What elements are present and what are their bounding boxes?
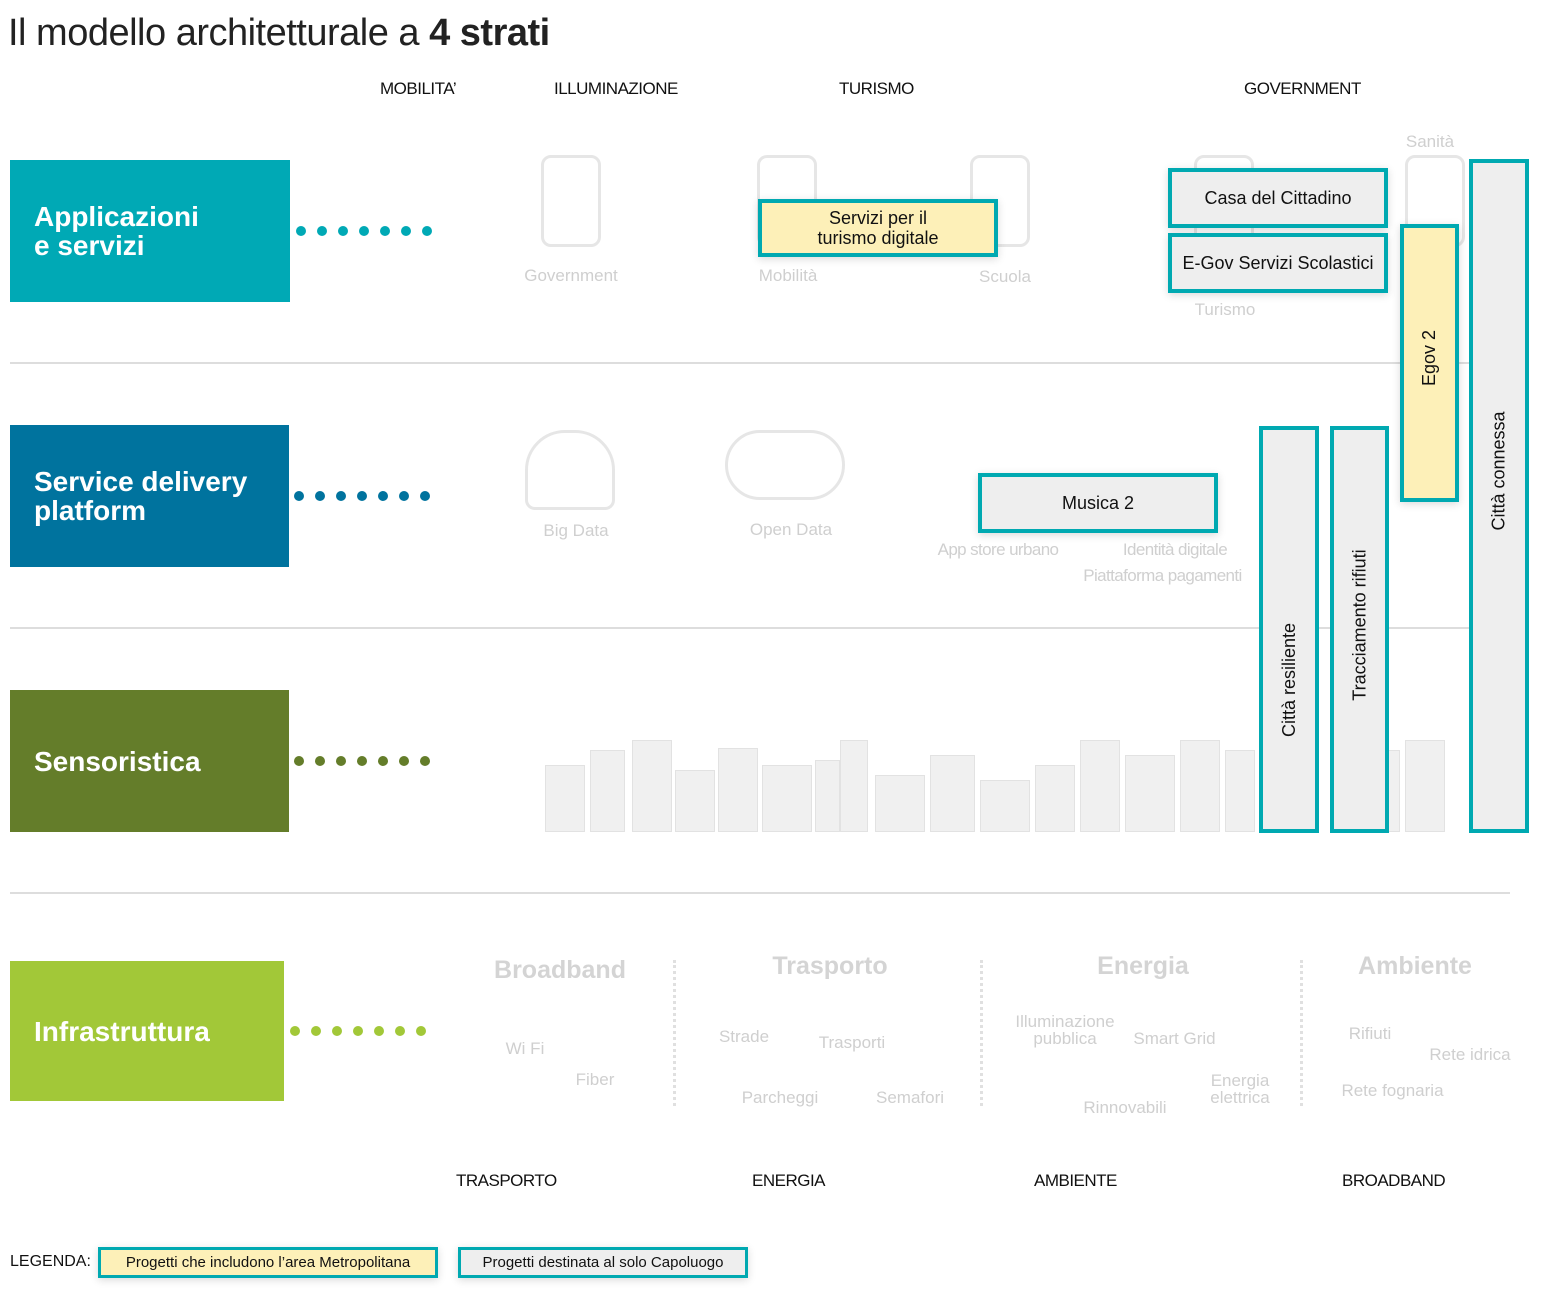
infra-group-title: Trasporto (772, 952, 888, 980)
divider (10, 892, 1510, 894)
project-citta-connessa[interactable]: Città connessa (1469, 159, 1529, 833)
project-label: Città resiliente (1279, 622, 1300, 737)
project-label: Egov 2 (1419, 329, 1440, 387)
title-normal: Il modello architetturale a (8, 12, 430, 54)
app-item: Government (524, 266, 618, 285)
app-item: Turismo (1194, 300, 1256, 319)
legend-label: LEGENDA: (10, 1253, 91, 1270)
project-label: Tracciamento rifiuti (1349, 548, 1370, 701)
bottom-category: AMBIENTE (1034, 1171, 1117, 1190)
legend-text: Progetti destinata al solo Capoluogo (482, 1253, 724, 1271)
infra-item: Parcheggi (741, 1088, 819, 1107)
layer-label: Sensoristica (34, 745, 201, 777)
infra-item: Semafori (875, 1088, 945, 1107)
cloud-database-icon (525, 430, 615, 510)
app-item: Scuola (979, 267, 1031, 286)
top-category: ILLUMINAZIONE (554, 79, 678, 98)
top-category: TURISMO (839, 79, 914, 98)
project-musica-2[interactable]: Musica 2 (978, 473, 1218, 533)
layer-applicazioni: Applicazioni e servizi (10, 160, 290, 302)
platform-item: App store urbano (937, 540, 1059, 559)
project-label: Casa del Cittadino (1204, 188, 1352, 208)
divider (10, 362, 1510, 364)
infra-item: Energia elettrica (1210, 1071, 1270, 1107)
project-label: Città connessa (1489, 411, 1510, 531)
platform-item: Open Data (749, 520, 833, 539)
layer-infrastruttura: Infrastruttura (10, 961, 284, 1101)
layer-label: Service delivery platform (34, 466, 248, 526)
platform-item: Piattaforma pagamenti (1083, 566, 1242, 585)
project-casa-cittadino[interactable]: Casa del Cittadino (1168, 168, 1388, 228)
divider (10, 627, 1510, 629)
infra-item: Fiber (575, 1070, 615, 1089)
infra-item: Rete fognaria (1341, 1081, 1444, 1100)
infra-item: Trasporti (818, 1033, 886, 1052)
infra-item: Rinnovabili (1083, 1098, 1167, 1117)
phone-icon (541, 155, 601, 247)
infra-group-title: Broadband (494, 956, 626, 984)
project-egov-scolastici[interactable]: E-Gov Servizi Scolastici (1168, 233, 1388, 293)
separator (673, 960, 676, 1106)
connector-dots (294, 491, 430, 501)
layer-sensoristica: Sensoristica (10, 690, 289, 832)
app-item: Mobilità (758, 266, 818, 285)
legend-text: Progetti che includono l’area Metropolit… (125, 1253, 411, 1271)
infra-item: Illuminazione pubblica (1015, 1012, 1115, 1048)
project-tracciamento-rifiuti[interactable]: Tracciamento rifiuti (1330, 426, 1389, 833)
connector-dots (290, 1026, 426, 1036)
infra-item: Rete idrica (1429, 1045, 1511, 1064)
infra-group-title: Ambiente (1358, 952, 1472, 980)
platform-item: Big Data (543, 521, 609, 540)
infra-item: Rifiuti (1348, 1024, 1392, 1043)
project-label: Musica 2 (1061, 493, 1135, 513)
connector-dots (294, 756, 430, 766)
project-egov-2[interactable]: Egov 2 (1400, 224, 1459, 502)
separator (980, 960, 983, 1106)
infra-item: Wi Fi (505, 1039, 545, 1058)
project-citta-resiliente[interactable]: Città resiliente (1259, 426, 1319, 833)
layer-service-delivery: Service delivery platform (10, 425, 289, 567)
bottom-category: ENERGIA (752, 1171, 826, 1190)
project-label: E-Gov Servizi Scolastici (1182, 253, 1374, 273)
legend-metropolitana: Progetti che includono l’area Metropolit… (98, 1247, 438, 1278)
title-bold: 4 strati (429, 12, 550, 54)
bottom-category: BROADBAND (1342, 1171, 1446, 1190)
project-label: Servizi per il turismo digitale (817, 208, 939, 248)
project-servizi-turismo[interactable]: Servizi per il turismo digitale (758, 199, 998, 257)
infra-item: Smart Grid (1133, 1029, 1216, 1048)
top-category: MOBILITA’ (380, 79, 457, 98)
app-item: Sanità (1405, 132, 1455, 151)
infra-item: Strade (718, 1027, 770, 1046)
layer-label: Infrastruttura (34, 1015, 210, 1047)
layer-label: Applicazioni e servizi (34, 201, 199, 261)
infra-group-title: Energia (1097, 952, 1189, 980)
platform-item: Identità digitale (1122, 540, 1228, 559)
city-skyline-illustration (540, 710, 1490, 832)
page-title: Il modello architetturale a 4 strati (8, 12, 550, 55)
top-category: GOVERNMENT (1244, 79, 1361, 98)
connector-dots (296, 226, 432, 236)
cloud-binary-icon (725, 430, 845, 500)
separator (1300, 960, 1303, 1106)
bottom-category: TRASPORTO (456, 1171, 557, 1190)
legend-capoluogo: Progetti destinata al solo Capoluogo (458, 1247, 748, 1278)
